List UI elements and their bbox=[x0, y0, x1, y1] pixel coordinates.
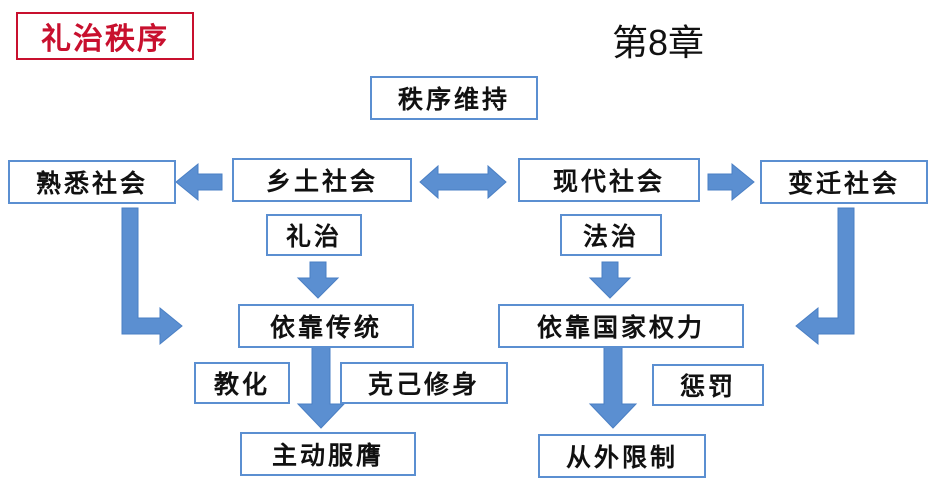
arrow-changing-to-state bbox=[795, 207, 855, 346]
node-rule-of-law: 法治 bbox=[560, 214, 662, 256]
node-rule-of-rites: 礼治 bbox=[266, 214, 362, 256]
node-changing-society: 变迁社会 bbox=[760, 160, 928, 204]
node-rely-state-power: 依靠国家权力 bbox=[498, 304, 744, 348]
arrow-state-down bbox=[588, 345, 638, 429]
arrow-rites-down bbox=[296, 261, 340, 299]
node-order-maintenance: 秩序维持 bbox=[370, 76, 538, 120]
node-modern-society: 现代社会 bbox=[518, 158, 700, 202]
section-title: 礼治秩序 bbox=[16, 12, 194, 60]
node-rely-tradition: 依靠传统 bbox=[238, 304, 414, 348]
arrow-rural-modern bbox=[419, 164, 507, 200]
node-punishment: 惩罚 bbox=[652, 364, 764, 406]
arrow-familiar-to-tradition bbox=[121, 207, 183, 346]
arrow-rural-to-familiar bbox=[175, 162, 223, 202]
node-familiar-society: 熟悉社会 bbox=[8, 160, 176, 204]
chapter-label: 第8章 bbox=[612, 22, 705, 63]
node-external-restriction: 从外限制 bbox=[538, 434, 706, 478]
arrow-tradition-down bbox=[296, 345, 346, 429]
arrow-modern-to-changing bbox=[707, 162, 755, 202]
node-rural-society: 乡土社会 bbox=[232, 158, 412, 202]
arrow-law-down bbox=[588, 261, 632, 299]
node-voluntary-compliance: 主动服膺 bbox=[240, 432, 416, 476]
node-education: 教化 bbox=[194, 362, 290, 404]
node-self-discipline: 克己修身 bbox=[340, 362, 508, 404]
